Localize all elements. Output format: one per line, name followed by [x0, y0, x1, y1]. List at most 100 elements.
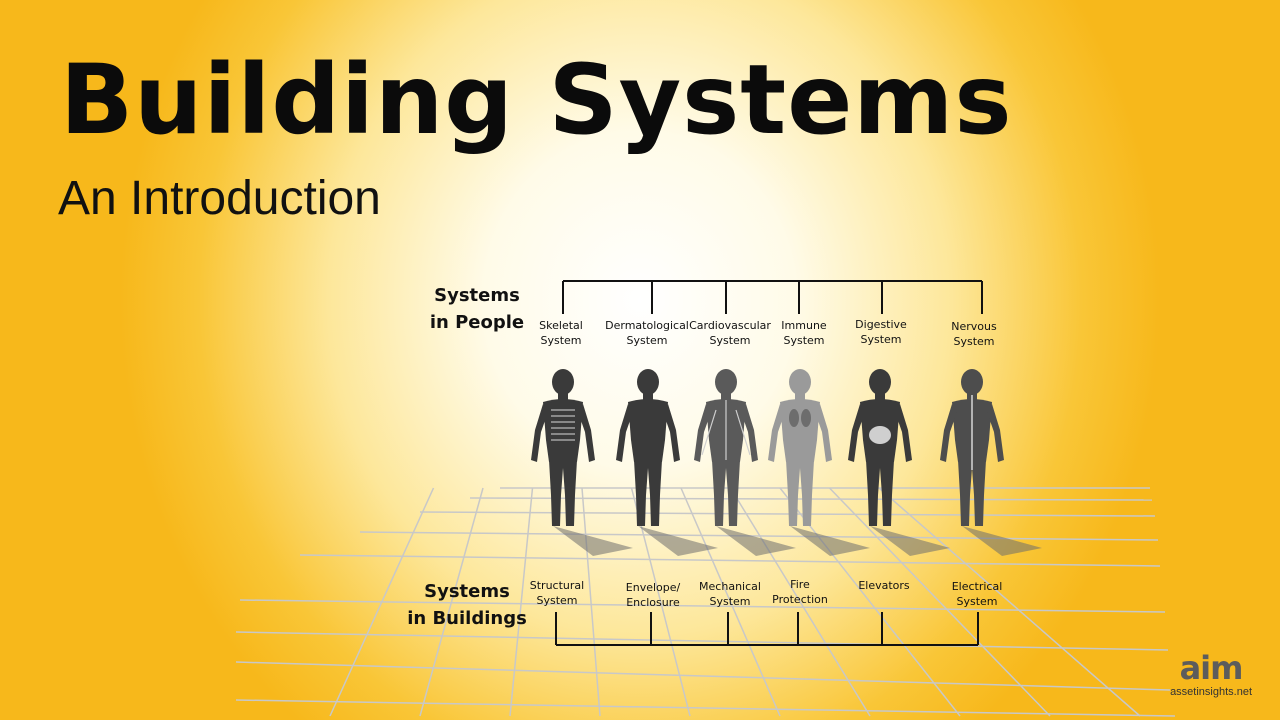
figure-neck [643, 393, 653, 401]
figure-neck [795, 393, 805, 401]
grid-row-line [235, 699, 1176, 717]
people-label-1-line1: Skeletal [539, 319, 583, 332]
people-label-1-line2: System [540, 334, 581, 347]
buildings-label-5-line1: Elevators [858, 579, 910, 592]
figure-torso [543, 399, 583, 462]
buildings-label-1-line2: System [536, 594, 577, 607]
grid-column-line [419, 487, 484, 717]
aim-logo: aim assetinsights.net [1170, 652, 1252, 698]
buildings-label-3-line1: Mechanical [699, 580, 761, 593]
figure-left-arm [848, 404, 865, 462]
figure-left-arm [940, 404, 957, 462]
figure-head [715, 369, 737, 395]
slide-subtitle: An Introduction [58, 172, 381, 225]
figure-right-arm [987, 404, 1004, 462]
buildings-heading-line1: Systems [424, 581, 510, 602]
buildings-label-1-line1: Structural [530, 579, 584, 592]
figure-shadow [962, 526, 1042, 556]
grid-column-line [509, 487, 534, 717]
figure-shadow [790, 526, 870, 556]
logo-mark: aim [1179, 649, 1244, 687]
grid-row-line [299, 554, 1161, 567]
grid-row-line [235, 661, 1171, 691]
figure-neck [558, 393, 568, 401]
figure-right-arm [663, 404, 680, 462]
vessel-lines [701, 400, 751, 460]
buildings-bracket [555, 612, 979, 646]
figure-head [789, 369, 811, 395]
human-figure-icon [848, 369, 912, 526]
human-figures [531, 369, 1004, 526]
perspective-floor-grid [235, 487, 1176, 717]
grid-column-line [878, 487, 1141, 717]
people-label-3-line2: System [709, 334, 750, 347]
people-label-6-line1: Nervous [951, 320, 997, 333]
grid-column-line [329, 487, 435, 717]
figure-shadow [638, 526, 718, 556]
people-label-2-line1: Dermatological [605, 319, 689, 332]
human-figure-icon [616, 369, 680, 526]
people-label-5-line1: Digestive [855, 318, 907, 331]
figure-neck [721, 393, 731, 401]
figure-left-arm [531, 404, 548, 462]
buildings-label-6-line1: Electrical [952, 580, 1003, 593]
buildings-label-3-line2: System [709, 595, 750, 608]
figure-right-arm [578, 404, 595, 462]
logo-url: assetinsights.net [1170, 686, 1252, 698]
buildings-label-6-line2: System [956, 595, 997, 608]
slide-title: Building Systems [60, 44, 1013, 156]
figure-right-arm [741, 404, 758, 462]
people-label-2-line2: System [626, 334, 667, 347]
figure-torso [628, 399, 668, 462]
grid-row-line [239, 599, 1166, 613]
figure-right-arm [895, 404, 912, 462]
figure-left-arm [616, 404, 633, 462]
figure-head [552, 369, 574, 395]
figure-legs [866, 460, 894, 526]
people-bracket [562, 280, 983, 314]
figure-legs [958, 460, 986, 526]
figure-shadows [553, 526, 1042, 556]
figure-head [637, 369, 659, 395]
people-heading-line1: Systems [434, 285, 520, 306]
grid-column-line [729, 487, 871, 717]
figure-head [961, 369, 983, 395]
figure-right-arm [815, 404, 832, 462]
grid-row-line [419, 511, 1156, 517]
buildings-label-2-line1: Envelope/ [626, 581, 681, 594]
figure-torso [780, 399, 820, 462]
grid-column-line [828, 487, 1051, 717]
figure-shadow [870, 526, 950, 556]
figure-legs [786, 460, 814, 526]
people-heading-line2: in People [430, 312, 524, 333]
figure-shadow [716, 526, 796, 556]
human-figure-icon [694, 369, 758, 526]
people-label-4-line2: System [783, 334, 824, 347]
people-label-3-line1: Cardiovascular [689, 319, 771, 332]
buildings-label-2-line2: Enclosure [626, 596, 680, 609]
figure-head [869, 369, 891, 395]
people-label-5-line2: System [860, 333, 901, 346]
figure-neck [875, 393, 885, 401]
people-label-4-line1: Immune [781, 319, 827, 332]
digestive-organ [869, 426, 891, 444]
figure-legs [549, 460, 577, 526]
buildings-heading-line2: in Buildings [407, 608, 527, 629]
figure-shadow [553, 526, 633, 556]
figure-left-arm [694, 404, 711, 462]
buildings-label-4-line1: Fire [790, 578, 810, 591]
human-figure-icon [940, 369, 1004, 526]
people-label-6-line2: System [953, 335, 994, 348]
human-figure-icon [768, 369, 832, 526]
figure-left-arm [768, 404, 785, 462]
grid-row-line [235, 631, 1169, 651]
lung-left [789, 409, 799, 427]
buildings-label-4-line2: Protection [772, 593, 828, 606]
lung-right [801, 409, 811, 427]
human-figure-icon [531, 369, 595, 526]
grid-column-line [680, 487, 781, 717]
figure-legs [712, 460, 740, 526]
grid-column-line [581, 487, 601, 717]
figure-legs [634, 460, 662, 526]
